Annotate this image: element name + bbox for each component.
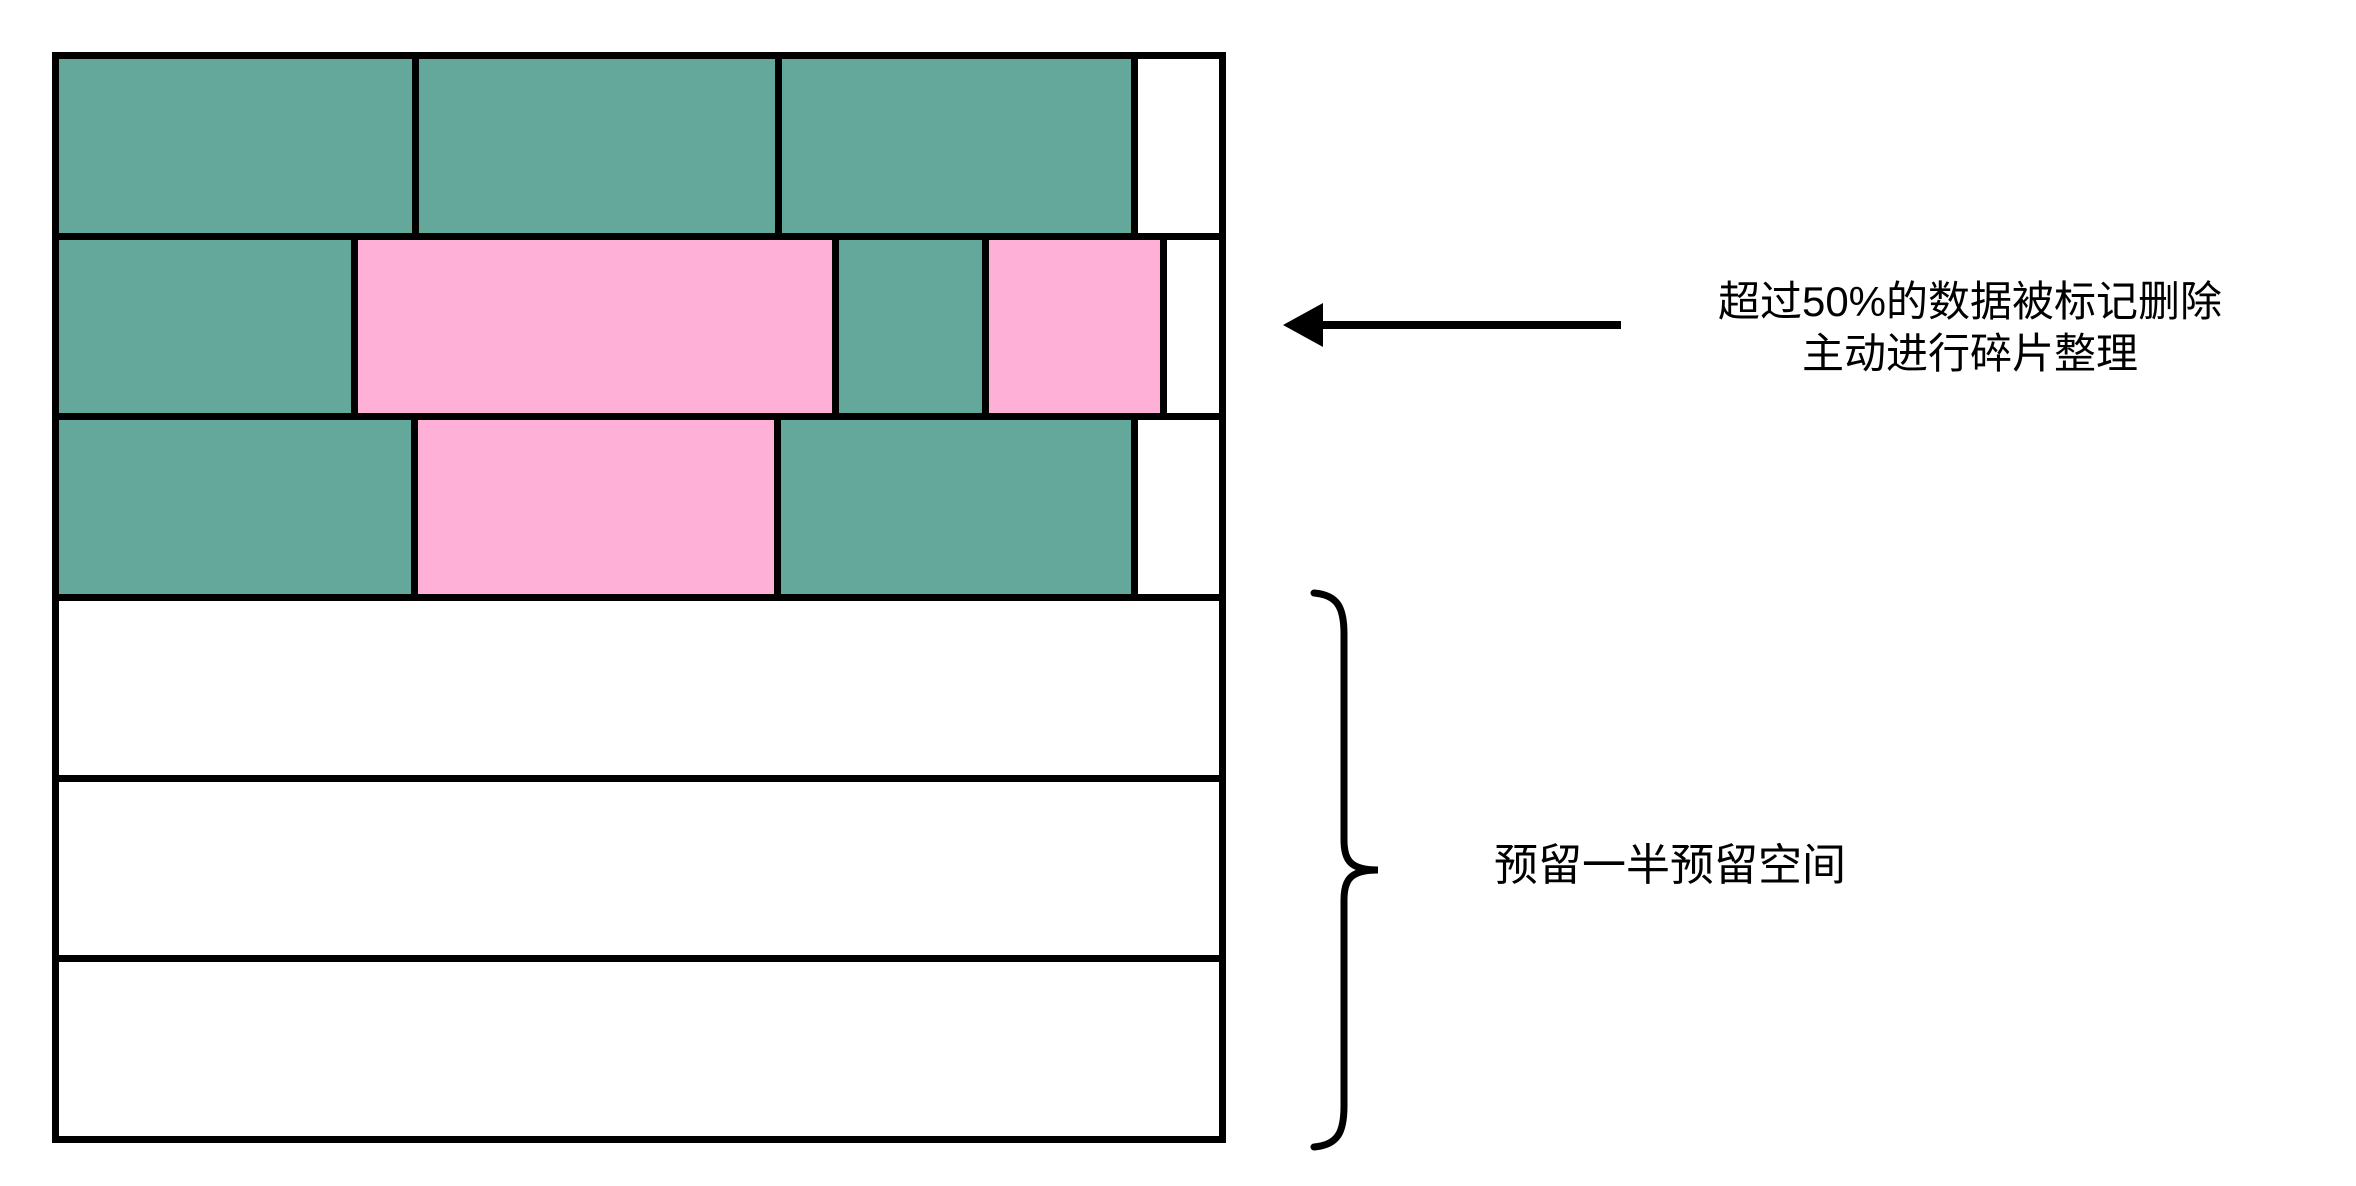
data-block xyxy=(782,59,1131,233)
reserved-space-annotation: 预留一半预留空间 xyxy=(1494,841,1846,890)
data-block xyxy=(59,59,412,233)
grid xyxy=(52,52,1226,1143)
data-block xyxy=(59,239,351,414)
defrag-annotation-line1: 超过50%的数据被标记删除 xyxy=(1717,278,2223,325)
free-space-block xyxy=(1167,239,1219,414)
segment-row-1 xyxy=(59,59,1219,233)
curly-brace-icon xyxy=(1310,589,1379,1151)
segment-row-6 xyxy=(59,962,1219,1137)
segment-row-3 xyxy=(59,420,1219,595)
data-block xyxy=(59,420,411,595)
deleted-data-block xyxy=(418,420,774,595)
data-block xyxy=(839,239,982,414)
defrag-annotation-line2: 主动进行碎片整理 xyxy=(1801,330,2138,377)
data-block xyxy=(781,420,1131,595)
segment-row-2 xyxy=(59,239,1219,414)
segment-row-4 xyxy=(59,601,1219,775)
free-space-block xyxy=(1138,420,1219,595)
free-space-block xyxy=(1138,59,1219,233)
free-space-block xyxy=(59,962,1219,1137)
deleted-data-block xyxy=(358,239,832,414)
free-space-block xyxy=(59,781,1219,956)
arrow-shaft xyxy=(1316,321,1621,329)
defrag-annotation: 超过50%的数据被标记删除 主动进行碎片整理 xyxy=(1660,276,2280,380)
segment-row-5 xyxy=(59,781,1219,956)
free-space-block xyxy=(59,601,1219,775)
data-block xyxy=(419,59,775,233)
deleted-data-block xyxy=(989,239,1160,414)
